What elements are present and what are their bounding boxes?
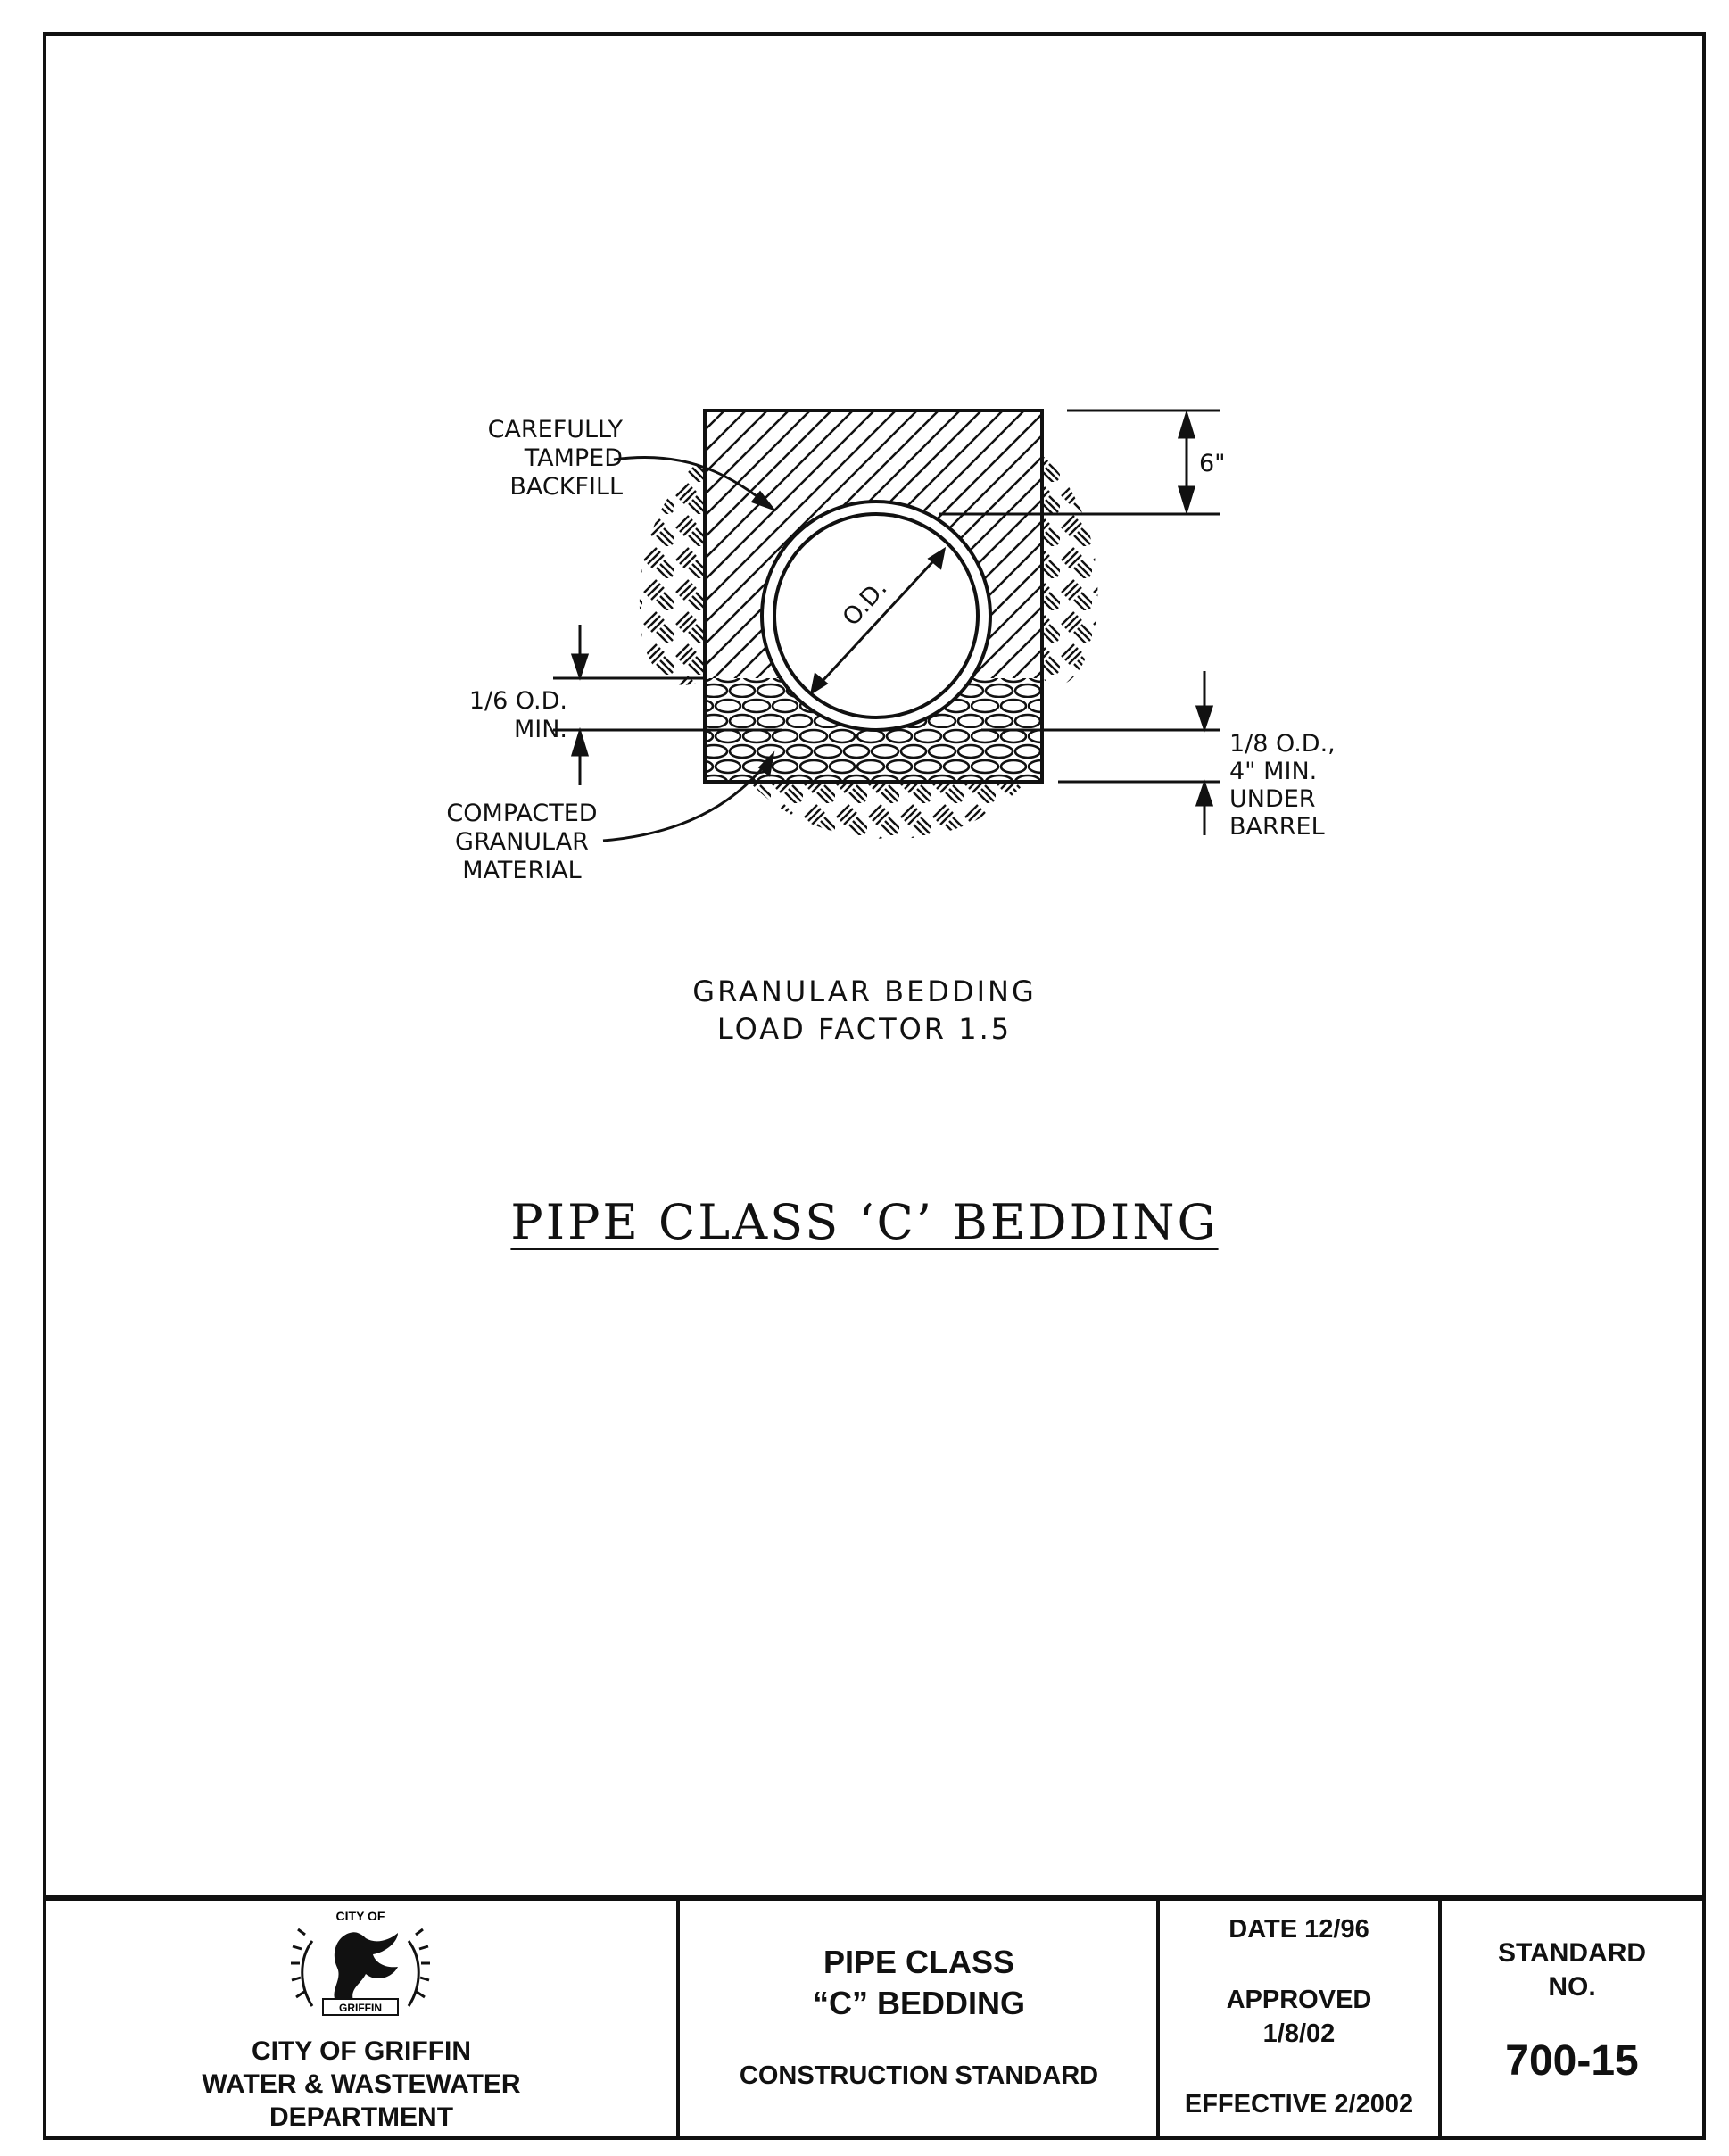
org-name: CITY OF GRIFFIN WATER & WASTEWATER DEPAR… bbox=[202, 2036, 521, 2132]
one-eighth-dimension bbox=[981, 671, 1220, 835]
one-sixth-dimension bbox=[553, 625, 782, 785]
backfill-leader bbox=[613, 456, 777, 512]
pipe bbox=[760, 500, 992, 732]
backfill-label: CAREFULLY TAMPED BACKFILL bbox=[487, 416, 623, 501]
trench-outline bbox=[703, 409, 1044, 784]
standard-label: STANDARD NO. bbox=[1497, 1938, 1647, 2002]
logo-top-text: CITY OF bbox=[336, 1909, 385, 1923]
logo-banner-text: GRIFFIN bbox=[339, 2002, 382, 2014]
sheet-border bbox=[43, 32, 1706, 1899]
native-soil-hatch bbox=[639, 455, 1098, 839]
title-block-grid bbox=[43, 1897, 1706, 2140]
effective-field: EFFECTIVE 2/2002 bbox=[1184, 2090, 1414, 2119]
drawing-title: PIPE CLASS ‘C’ BEDDING bbox=[510, 1194, 1219, 1250]
title-block-subtitle: CONSTRUCTION STANDARD bbox=[739, 2061, 1099, 2090]
title-block-drawing-title: PIPE CLASS “C” BEDDING bbox=[812, 1944, 1025, 2021]
standard-number: 700-15 bbox=[1505, 2037, 1639, 2085]
one-sixth-label: 1/6 O.D. MIN. bbox=[468, 687, 567, 743]
granular-leader bbox=[602, 750, 775, 842]
bedding-caption: GRANULAR BEDDING LOAD FACTOR 1.5 bbox=[692, 974, 1037, 1046]
approved-field: APPROVED 1/8/02 bbox=[1226, 1986, 1372, 2048]
one-eighth-label: 1/8 O.D., 4" MIN. UNDER BARREL bbox=[1229, 730, 1336, 841]
date-field: DATE 12/96 bbox=[1228, 1915, 1369, 1944]
griffin-seal-icon: CITY OF GRIFFIN bbox=[291, 1909, 430, 2016]
six-inch-dimension bbox=[939, 409, 1220, 516]
granular-label: COMPACTED GRANULAR MATERIAL bbox=[446, 800, 598, 884]
od-dimension bbox=[809, 546, 947, 696]
six-inch-label: 6" bbox=[1199, 450, 1226, 477]
